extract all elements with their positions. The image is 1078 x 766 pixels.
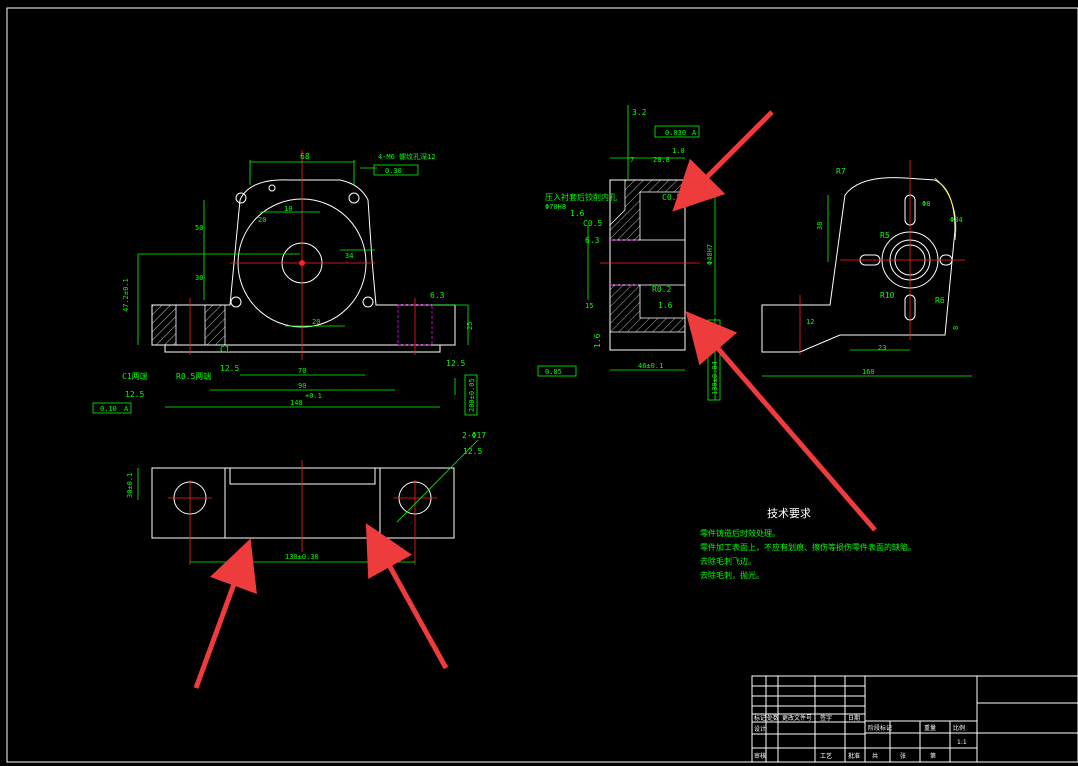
tb-stage: 阶段标记 bbox=[868, 724, 892, 732]
side-r6: R6 bbox=[935, 296, 945, 305]
sv-dim-right: Φ40H7 bbox=[706, 244, 714, 265]
sv-tol-bottom: 0.05 bbox=[545, 368, 562, 376]
fv-roughness-125-d: 12.5 bbox=[463, 447, 482, 456]
sv-dim-15: 15 bbox=[585, 302, 593, 310]
tb-sheets: 张 bbox=[900, 752, 906, 760]
sv-dim-7: 7 bbox=[630, 156, 634, 164]
fv-dim-right-20: 20 bbox=[312, 318, 320, 326]
fv-radius-note: R0.5两端 bbox=[176, 371, 211, 381]
fv-tol-140: +0.1 bbox=[305, 392, 322, 400]
arrow-icon bbox=[685, 311, 877, 532]
side-dim-8: 8 bbox=[952, 326, 960, 330]
sv-note-press: 压入衬套后铰削内孔 bbox=[545, 192, 617, 202]
tv-dim-bottom: 130±0.30 bbox=[285, 553, 319, 561]
fv-roughness-125-b: 12.5 bbox=[125, 390, 144, 399]
tv-dim-left: 30±0.1 bbox=[126, 473, 134, 498]
sv-chamfer-c05: C0.5 bbox=[583, 219, 602, 228]
fv-roughness-125-c: 12.5 bbox=[446, 359, 465, 368]
title-block bbox=[751, 675, 1078, 763]
side-dim-160: 160 bbox=[862, 368, 875, 376]
tb-approve: 批准 bbox=[848, 752, 860, 760]
arrow-icon bbox=[672, 110, 774, 212]
fv-hole-note: 4-M6 螺纹孔深12 bbox=[378, 152, 436, 161]
fv-roughness-63: 6.3 bbox=[430, 291, 445, 300]
tb-total: 共 bbox=[872, 752, 878, 760]
side-dim-38: 38 bbox=[816, 222, 824, 230]
side-r7: R7 bbox=[836, 167, 846, 176]
fv-dim-90: 90 bbox=[298, 382, 306, 390]
tb-scale: 比例 bbox=[953, 724, 965, 732]
side-r5: R5 bbox=[880, 231, 890, 240]
fv-dim-50: 50 bbox=[195, 224, 203, 232]
front-view bbox=[92, 150, 478, 416]
fv-tol-frame: 0.30 bbox=[385, 167, 402, 175]
tb-sign: 签字 bbox=[820, 714, 832, 722]
sv-roughness-63: 6.3 bbox=[585, 236, 600, 245]
sv-roughness-16: 1.6 bbox=[570, 209, 585, 218]
sv-dim-bottom: 46±0.1 bbox=[638, 362, 663, 370]
sv-dim-vert: 130±0.04 bbox=[711, 361, 719, 395]
sv-dim-1: 1.0 bbox=[672, 147, 685, 155]
tb-craft: 工艺 bbox=[820, 752, 832, 760]
tb-sheet-no: 第 bbox=[930, 752, 936, 760]
side-phi: Φ8 bbox=[922, 200, 930, 208]
sv-dim-28: 28.8 bbox=[653, 156, 670, 164]
tb-mark: 标记 bbox=[754, 714, 766, 722]
fv-dim-30: 30 bbox=[195, 274, 203, 282]
fv-dim-height: 47.2±0.1 bbox=[122, 278, 130, 312]
sv-dim-r02: R0.2 bbox=[652, 285, 671, 294]
fv-flatness-frame: 0.10 bbox=[100, 405, 117, 413]
section-view bbox=[537, 105, 721, 401]
tech-item-3: 去除毛刺飞边。 bbox=[700, 556, 756, 566]
tech-heading: 技术要求 bbox=[767, 507, 811, 520]
fv-dim-140: 140 bbox=[290, 399, 303, 407]
arrow-icon bbox=[365, 523, 449, 670]
side-dim-23: 23 bbox=[878, 344, 886, 352]
fv-vert-dim: 200±0.05 bbox=[468, 378, 476, 412]
fv-dim-right-25: 25 bbox=[466, 322, 474, 330]
tb-change-doc: 更改文件号 bbox=[782, 714, 812, 722]
arrow-icon bbox=[193, 538, 257, 689]
tb-date: 日期 bbox=[848, 714, 860, 722]
fv-roughness-125-a: 12.5 bbox=[220, 364, 239, 373]
tb-count: 处数 bbox=[767, 714, 779, 722]
fv-chamfer-c1: C1 bbox=[220, 345, 230, 354]
tech-item-2: 零件加工表面上，不应有划痕、擦伤等损伤零件表面的缺陷。 bbox=[700, 542, 916, 552]
sv-note-size: Φ70H8 bbox=[545, 203, 566, 211]
fv-dim-34: 34 bbox=[345, 252, 353, 260]
sv-roughness-16-b: 1.6 bbox=[658, 301, 673, 310]
annotation-arrows bbox=[193, 110, 877, 689]
sv-roughness-32: 3.2 bbox=[632, 108, 647, 117]
fv-chamfer-left: C1两端 bbox=[122, 371, 148, 381]
fv-dim-70: 70 bbox=[298, 367, 306, 375]
tech-item-4: 去除毛刺，抛光。 bbox=[700, 570, 764, 580]
fv-datum-a: A bbox=[124, 405, 129, 413]
sv-datum: A bbox=[692, 129, 697, 137]
tb-review: 审核 bbox=[754, 752, 766, 760]
sv-chamfer-c05-b: C0.5 bbox=[662, 193, 681, 202]
side-r-note: Φ84 bbox=[950, 216, 963, 224]
fv-hole-2: 2-Φ17 bbox=[462, 431, 486, 440]
sv-roughness-16-c: 1.6 bbox=[593, 333, 602, 348]
drawing-border bbox=[6, 7, 1078, 763]
fv-dim-68: 68 bbox=[300, 152, 310, 161]
side-dim-12: 12 bbox=[806, 318, 814, 326]
fv-dim-10: 10 bbox=[284, 205, 292, 213]
tb-scale-value: 1:1 bbox=[957, 739, 967, 746]
sv-tol-frame: 0.030 bbox=[665, 129, 686, 137]
tb-design: 设计 bbox=[754, 725, 766, 733]
fv-dim-20: 20 bbox=[258, 216, 266, 224]
top-view bbox=[137, 439, 479, 565]
side-r10: R10 bbox=[880, 291, 895, 300]
side-view bbox=[761, 160, 972, 377]
tb-weight: 重量 bbox=[924, 724, 936, 732]
tech-item-1: 零件铸造后时效处理。 bbox=[700, 528, 780, 538]
